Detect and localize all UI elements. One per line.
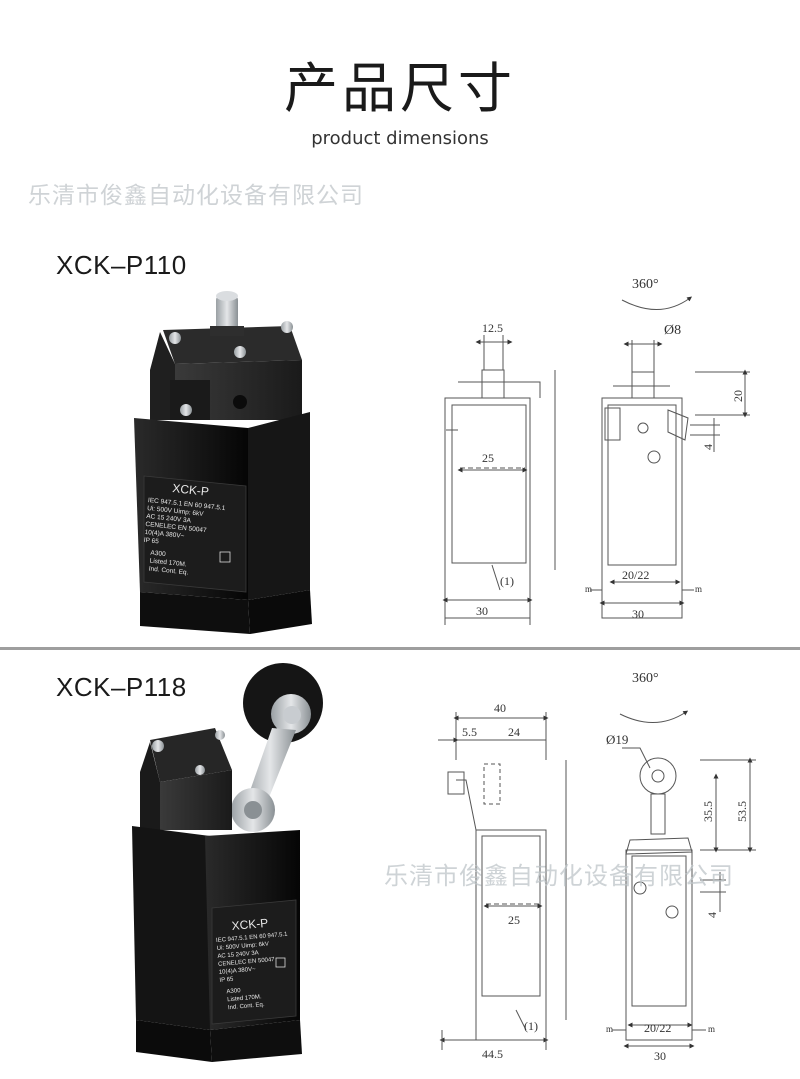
page-title: 产品尺寸 (284, 57, 516, 120)
label-line: 10(4)A 380V~ (219, 967, 257, 976)
dim-inner-width: 25 (482, 451, 494, 465)
model-name-p118: XCK–P118 (56, 672, 187, 702)
dim-base-inner: 20/22 (622, 568, 649, 582)
dim-inner-width: 25 (508, 913, 520, 927)
dim-edge-mark: m (708, 1024, 715, 1034)
dim-offset: 4 (701, 444, 715, 450)
dim-rotation: 360° (632, 671, 659, 686)
page-subtitle: product dimensions (311, 128, 489, 149)
section-divider (0, 647, 800, 650)
dim-diameter: Ø19 (606, 732, 628, 747)
label-line: IP 65 (219, 977, 234, 984)
switch-photo-p110: XCK-P IEC 947.5.1 EN 60 947.5.1 Ui: 500V… (134, 291, 312, 634)
label-line: 10(4)A 380V~ (144, 529, 185, 540)
double-insulation-icon (219, 551, 231, 563)
switch-photo-p118: XCK-P IEC 947.5.1 EN 60 947.5.1 Ui: 500V… (132, 663, 323, 1062)
label-line: A300 (150, 550, 166, 559)
dim-height-a: 35.5 (701, 801, 715, 822)
label-line: A300 (226, 988, 241, 995)
label-line: Ind. Cont. Eq. (228, 1002, 265, 1011)
dim-edge-mark: m (585, 584, 592, 594)
label-name-p110: XCK-P (172, 481, 210, 499)
label-name-p118: XCK-P (231, 916, 269, 933)
dim-edge-mark: m (606, 1024, 613, 1034)
dim-diameter: Ø8 (664, 323, 681, 338)
model-name-p110: XCK–P110 (56, 250, 187, 280)
dim-note: (1) (524, 1019, 538, 1033)
dim-edge-mark: m (695, 584, 702, 594)
company-watermark: 乐清市俊鑫自动化设备有限公司 (384, 862, 734, 890)
dim-overall-width: 40 (494, 701, 506, 715)
dim-plunger-width: 12.5 (482, 321, 503, 335)
label-line: Ui: 500V Uimp: 6kV (217, 941, 270, 952)
double-insulation-icon (275, 957, 286, 968)
dim-height: 20 (731, 390, 745, 402)
dim-note: (1) (500, 574, 514, 588)
dim-arm-width: 24 (508, 725, 520, 739)
label-line: AC 15 240V 3A (146, 513, 192, 525)
label-line: IP 65 (143, 537, 159, 546)
label-line: Listed 170M. (149, 558, 187, 569)
dim-base-side: 30 (632, 607, 644, 621)
company-watermark: 乐清市俊鑫自动化设备有限公司 (28, 183, 364, 209)
dim-base-front: 44.5 (482, 1047, 503, 1061)
dim-left-offset: 5.5 (462, 725, 477, 739)
dim-base-side: 30 (654, 1049, 666, 1063)
dim-height-b: 53.5 (735, 801, 749, 822)
dim-base-inner: 20/22 (644, 1021, 671, 1035)
label-line: Ind. Cont. Eq. (148, 565, 188, 576)
dim-offset: 4 (705, 912, 719, 918)
label-line: AC 15 240V 3A (217, 950, 259, 960)
dimension-drawing-p118 (438, 710, 756, 1050)
dim-base-front: 30 (476, 604, 488, 618)
dim-rotation: 360° (632, 277, 659, 292)
label-line: Listed 170M. (227, 994, 262, 1003)
label-line: CENELEC EN 50047 (218, 957, 276, 968)
dimension-drawing-p110 (442, 296, 750, 625)
